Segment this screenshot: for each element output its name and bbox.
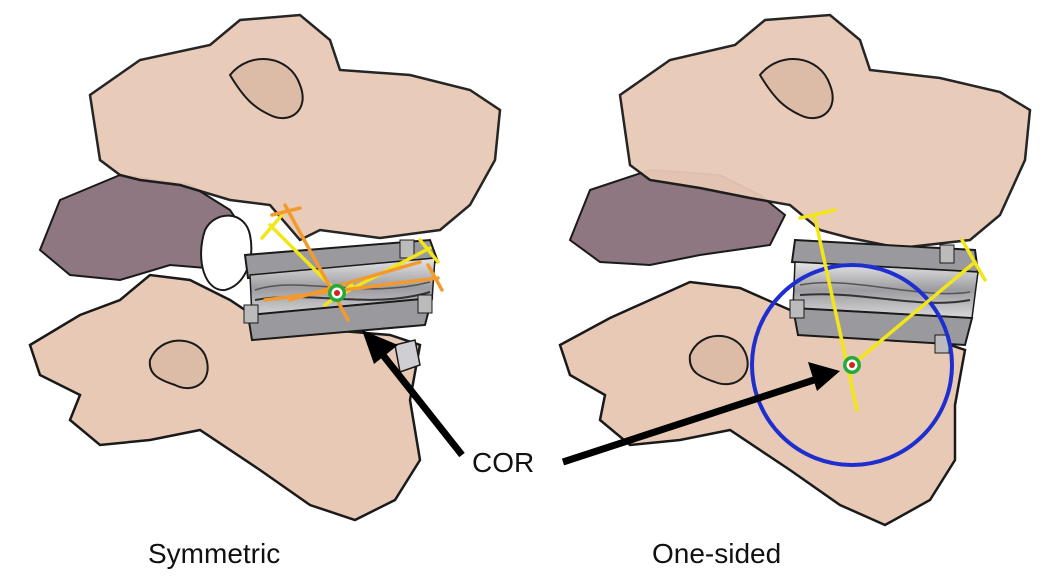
- left-vertebra-panel: [30, 15, 500, 520]
- right-vertebra-panel: [560, 15, 1030, 525]
- one-sided-caption: One-sided: [652, 538, 781, 570]
- right-implant-tooth-1: [790, 300, 804, 318]
- right-implant-tooth-2: [940, 245, 954, 263]
- left-implant-tooth-1: [244, 305, 258, 323]
- symmetric-caption: Symmetric: [148, 538, 280, 570]
- left-implant-tooth-2: [400, 240, 414, 258]
- left-implant-tooth-3: [418, 295, 432, 313]
- left-cor-target-icon: [328, 284, 346, 302]
- right-cor-target-icon: [843, 356, 861, 374]
- cor-label: COR: [472, 447, 534, 479]
- left-foramen: [201, 216, 251, 291]
